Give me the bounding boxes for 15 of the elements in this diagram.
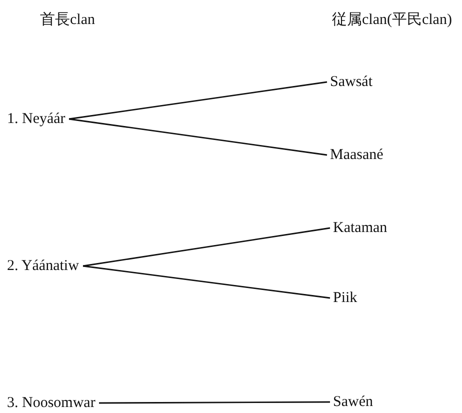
connecting-line xyxy=(82,265,330,299)
subordinate-clan-name: Kataman xyxy=(333,219,388,237)
subordinate-clan-name: Sawén xyxy=(333,393,373,411)
connecting-line xyxy=(99,401,330,404)
chief-clan-name: 2. Yáánatiw xyxy=(7,257,79,275)
column-heading: 従属clan(平民clan) xyxy=(332,11,452,29)
subordinate-clan-name: Maasané xyxy=(330,146,384,164)
chief-clan-name: 1. Neyáár xyxy=(7,110,66,128)
subordinate-clan-name: Sawsát xyxy=(330,73,372,91)
connecting-line xyxy=(68,81,328,120)
connecting-line xyxy=(68,118,328,156)
chief-clan-name: 3. Noosomwar xyxy=(7,394,96,412)
subordinate-clan-name: Piik xyxy=(333,289,358,307)
connecting-line xyxy=(82,227,330,267)
column-heading: 首長clan xyxy=(40,11,95,29)
